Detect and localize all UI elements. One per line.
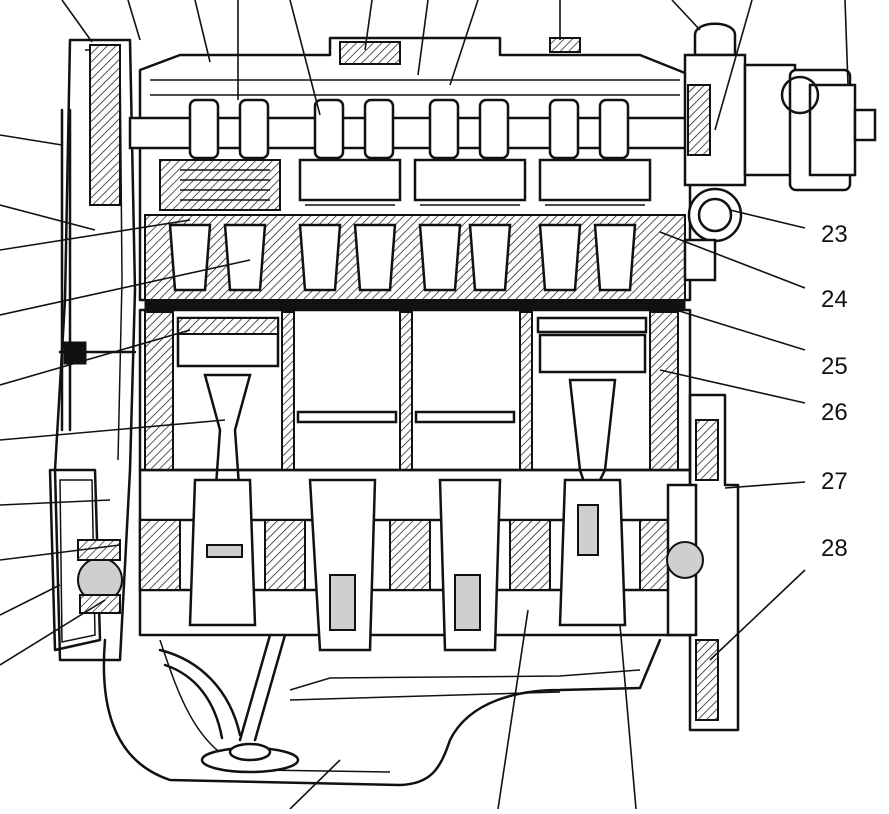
callout-23-label: 23 xyxy=(821,221,848,248)
crank-pulley xyxy=(48,468,123,652)
pistons xyxy=(176,316,648,424)
callout-28-label: 28 xyxy=(821,535,848,562)
callout-24-label: 24 xyxy=(821,286,848,313)
cylinder-block xyxy=(138,308,692,504)
leader-lines xyxy=(0,0,849,810)
water-outlet xyxy=(683,187,743,282)
camshaft xyxy=(128,98,732,160)
crankshaft xyxy=(138,468,692,652)
timing-cover xyxy=(53,38,137,662)
flywheel xyxy=(666,393,740,732)
valve-gear xyxy=(159,158,652,211)
callout-27: 27 xyxy=(724,468,848,495)
callout-26: 26 xyxy=(659,369,848,426)
callout-25: 25 xyxy=(659,304,848,380)
crank-webs xyxy=(188,478,627,652)
cam-lobes xyxy=(188,98,630,160)
distributor xyxy=(683,22,797,187)
oil-pickup xyxy=(158,633,300,774)
callout-28: 28 xyxy=(709,535,848,661)
timing-bolt xyxy=(58,341,137,365)
fuel-pump xyxy=(780,68,877,192)
ports xyxy=(144,214,686,301)
callout-25-label: 25 xyxy=(821,353,848,380)
head-gasket xyxy=(144,299,686,311)
callout-24: 24 xyxy=(659,231,848,313)
callout-27-label: 27 xyxy=(821,468,848,495)
callout-26-label: 26 xyxy=(821,399,848,426)
callout-23: 23 xyxy=(729,209,848,248)
